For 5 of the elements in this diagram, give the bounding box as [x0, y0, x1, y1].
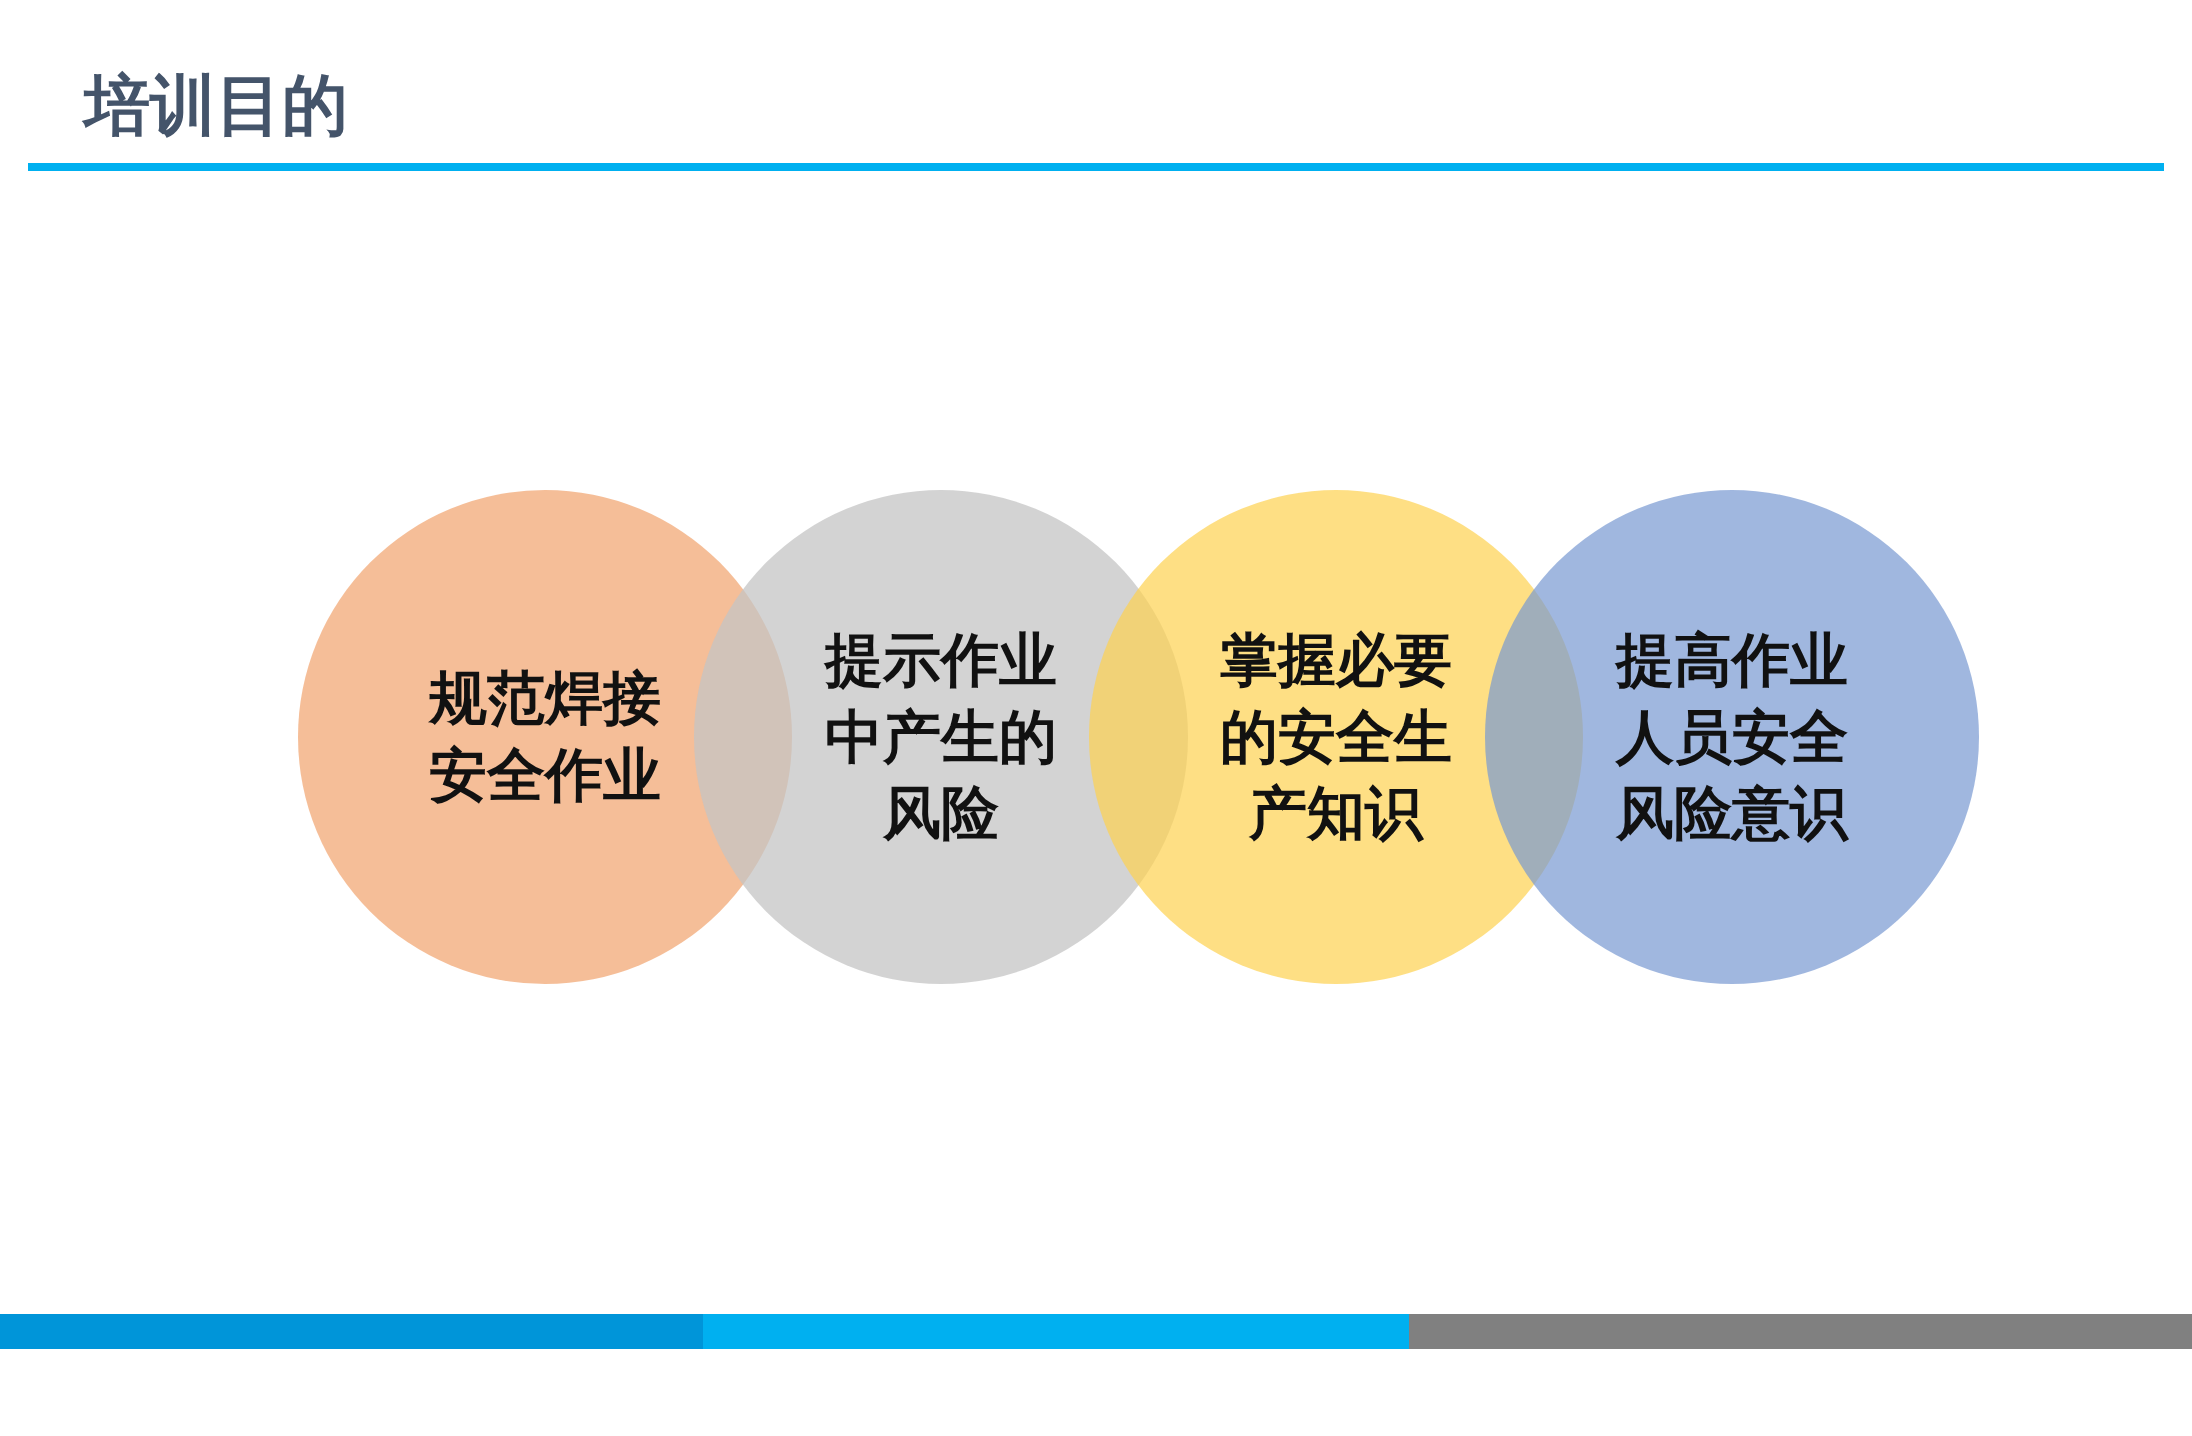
- goal-text: 提高作业人员安全风险意识: [1614, 625, 1850, 850]
- slide-title: 培训目的: [84, 66, 348, 146]
- goal-text: 规范焊接安全作业: [427, 663, 662, 811]
- goal-text: 掌握必要的安全生产知识: [1219, 625, 1453, 850]
- goal-text: 提示作业中产生的风险: [823, 625, 1058, 850]
